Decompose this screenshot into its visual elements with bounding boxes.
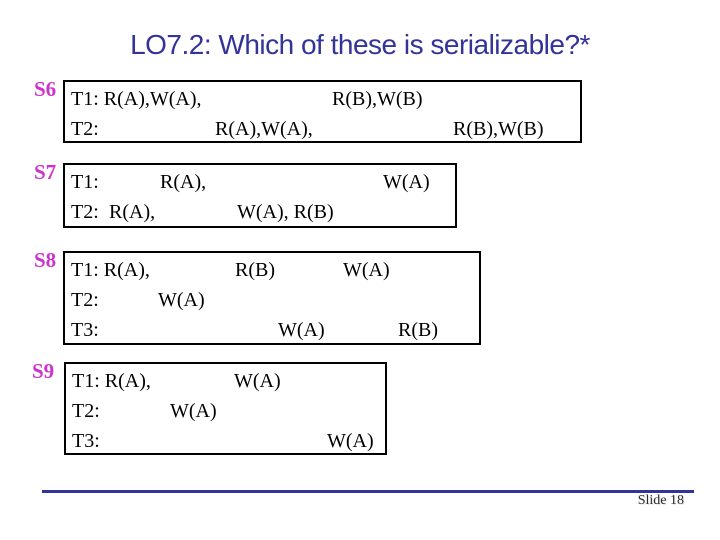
schedule-op: W(A) [343, 259, 390, 281]
schedule-op: T1: R(A), [72, 370, 151, 392]
slide-number: Slide 18 [637, 493, 684, 508]
schedule-label-s7: S7 [34, 160, 57, 184]
schedule-box-s9: T1: R(A), W(A) T2: W(A) T3: W(A) [64, 362, 387, 455]
schedule-row-s6-t2: T2: R(A),W(A), R(B),W(B) [65, 114, 580, 144]
schedule-op: W(A) [158, 289, 205, 311]
schedule-op: R(A),W(A), [215, 118, 313, 140]
schedule-row-s6-t1: T1: R(A),W(A), R(B),W(B) [65, 84, 580, 114]
schedule-op: W(A) [383, 171, 430, 193]
schedule-op: R(B) [235, 259, 275, 281]
schedule-row-s7-t2: T2: R(A), W(A), R(B) [65, 197, 455, 227]
schedule-op: T3: [71, 319, 99, 341]
schedule-label-s8: S8 [34, 248, 57, 272]
schedule-row-s8-t3: T3: W(A) R(B) [65, 315, 479, 345]
schedule-row-s8-t1: T1: R(A), R(B) W(A) [65, 255, 479, 285]
schedule-op: W(A) [327, 430, 374, 452]
schedule-op: R(B),W(B) [332, 88, 423, 110]
schedule-op: W(A) [170, 400, 217, 422]
schedule-op: T2: [72, 400, 100, 422]
schedule-op: T3: [72, 430, 100, 452]
footer-rule [42, 490, 694, 493]
schedule-op: W(A) [278, 319, 325, 341]
schedule-box-s6: T1: R(A),W(A), R(B),W(B) T2: R(A),W(A), R(B)… [63, 80, 582, 143]
schedule-box-s8: T1: R(A), R(B) W(A) T2: W(A) T3: W(A) R(B) [63, 251, 481, 345]
schedule-op: R(B),W(B) [453, 118, 544, 140]
schedule-op: T2: [71, 118, 99, 140]
schedule-label-s9: S9 [32, 359, 55, 383]
schedule-op: W(A) [234, 370, 281, 392]
schedule-box-s7: T1: R(A), W(A) T2: R(A), W(A), R(B) [63, 163, 457, 228]
schedule-op: W(A), R(B) [237, 201, 334, 223]
schedule-row-s8-t2: T2: W(A) [65, 285, 479, 315]
page-title: LO7.2: Which of these is serializable?* [130, 29, 590, 60]
schedule-op: T2: [71, 289, 99, 311]
schedule-op: T1: R(A),W(A), [71, 88, 202, 110]
schedule-label-s6: S6 [34, 77, 57, 101]
schedule-row-s9-t2: T2: W(A) [66, 396, 385, 426]
schedule-op: R(B) [398, 319, 438, 341]
schedule-op: T1: [71, 171, 99, 193]
schedule-op: T2: [71, 201, 99, 223]
schedule-op: R(A), [109, 201, 156, 223]
schedule-op: T1: R(A), [71, 259, 150, 281]
schedule-row-s9-t3: T3: W(A) [66, 426, 385, 456]
schedule-row-s7-t1: T1: R(A), W(A) [65, 167, 455, 197]
schedule-row-s9-t1: T1: R(A), W(A) [66, 366, 385, 396]
schedule-op: R(A), [160, 171, 207, 193]
